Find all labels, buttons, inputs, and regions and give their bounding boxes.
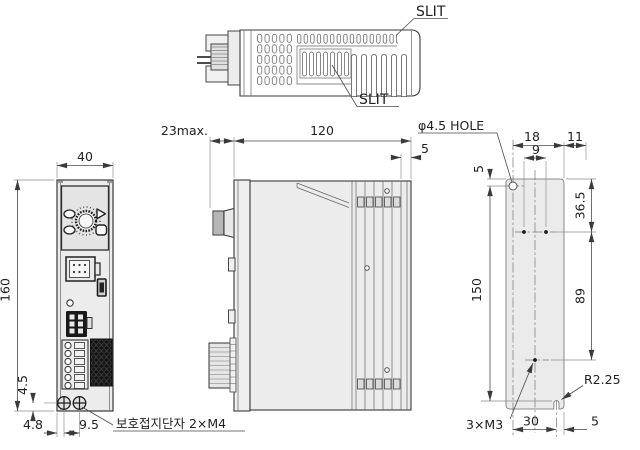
connector-pins [197,56,213,64]
mounting-view: 5 150 18 9 11 36.5 89 30 5 φ4.5 HOLE 3×M… [418,118,621,437]
radius-label-leader [561,385,584,400]
dial-tick-ring [71,206,101,236]
io-connector-pins [72,263,87,274]
fin-clips-bottom [357,378,401,390]
top-view: SLIT SLIT [197,4,448,108]
dim-front-height: 160 [0,278,13,302]
dim-bottom30: 30 [523,414,539,429]
side-body [249,180,412,411]
bezel-chamfer [296,182,350,208]
dim-screw-left: 4.8 [23,417,43,432]
led-indicator [66,299,74,307]
oval-button-bottom [63,225,76,235]
top-slit-row [296,33,398,45]
side-button-upper [228,257,236,272]
terminal-screws [64,341,72,390]
dim-plate-height: 150 [469,278,484,302]
dim-lower-hole: 89 [573,288,588,304]
mounting-hole-4-5 [508,181,518,191]
m3-hole-right [544,230,548,234]
oval-button-top [63,209,76,219]
dim-depth-max: 23max. [161,123,208,138]
square-button [95,224,108,236]
dim-screw-pitch: 9.5 [79,417,99,432]
hole-label-leader [418,132,513,183]
m3-label: 3×M3 [466,417,503,432]
earth-label-leader [81,406,245,432]
dim-plate-top: 5 [471,165,486,173]
dial-knob-side [212,210,225,236]
hole-label: φ4.5 HOLE [418,118,484,133]
middle-slits [302,51,349,77]
earth-screw-right [72,396,87,410]
heatsink-fins [355,181,408,410]
dim-screw-v: 4.5 [15,375,30,395]
slit-label-top: SLIT [416,4,446,20]
terminal-clamps [74,342,85,389]
m3-hole-bottom [533,358,537,362]
triangle-button [96,208,107,220]
vent-hole-grid [256,33,294,86]
slit-leader-top [395,18,448,36]
front-view: 40 160 4.5 4.8 9.5 보호접지단자 2×M4 [0,149,245,437]
slit-label-side: SLIT [359,92,389,108]
top-body-outline [239,29,421,97]
earth-screw-left [57,396,71,410]
slit-leader-side [331,64,399,107]
m3-hole-left [522,230,526,234]
radius-label: R2.25 [584,372,621,387]
dim-bottom5: 5 [591,414,599,429]
m3-label-leader [509,362,534,420]
connector-body [227,30,241,86]
dim-fin-offset: 5 [421,141,429,156]
fin-clips-top [357,196,401,208]
dim-span11: 11 [567,129,583,144]
case-screws [364,188,390,373]
power-connector [66,311,87,337]
earth-terminal-label: 보호접지단자 2×M4 [116,416,226,431]
dim-span18: 18 [524,129,540,144]
dim-span9: 9 [532,142,540,157]
dim-body-depth: 120 [310,123,334,138]
dim-front-width: 40 [77,149,93,164]
dim-upper-hole: 36.5 [573,192,588,220]
heatsink-slots [351,54,407,97]
side-button-lower [228,309,236,324]
signal-connector [90,338,113,387]
side-view: 23max. 120 5 [161,123,429,412]
